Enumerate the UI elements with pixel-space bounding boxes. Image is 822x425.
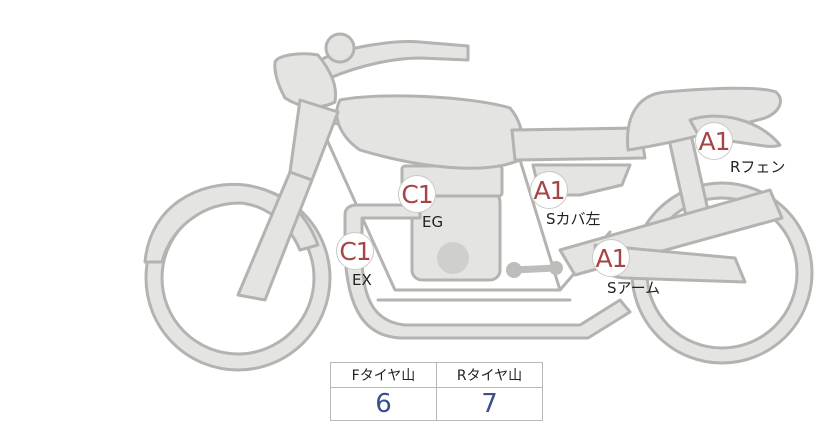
marker-ex-grade: C1	[336, 232, 374, 270]
front-fender	[143, 182, 320, 264]
marker-eg-label: EG	[422, 213, 444, 231]
front-tire-header: Fタイヤ山	[330, 362, 437, 388]
front-tire-value: 6	[330, 387, 437, 421]
marker-sarm-grade: A1	[592, 239, 630, 277]
headlight	[273, 52, 338, 109]
marker-rfender-label: Rフェン	[730, 158, 786, 176]
marker-rfender-grade: A1	[695, 122, 733, 160]
fuel-tank	[335, 94, 524, 170]
exhaust	[343, 203, 632, 340]
marker-scover-label: Sカバ左	[546, 210, 601, 228]
marker-ex-label: EX	[352, 271, 372, 289]
mirror	[324, 32, 356, 64]
rear-tire-header: Rタイヤ山	[436, 362, 543, 388]
engine-cover	[437, 242, 469, 274]
rear-tire-value: 7	[436, 387, 543, 421]
marker-eg-grade: C1	[398, 175, 436, 213]
marker-sarm-label: Sアーム	[607, 279, 661, 297]
seat	[510, 126, 647, 162]
tire-tread-table: Fタイヤ山 Rタイヤ山 6 7	[330, 362, 543, 421]
handlebar	[318, 40, 470, 80]
marker-scover-grade: A1	[530, 171, 568, 209]
